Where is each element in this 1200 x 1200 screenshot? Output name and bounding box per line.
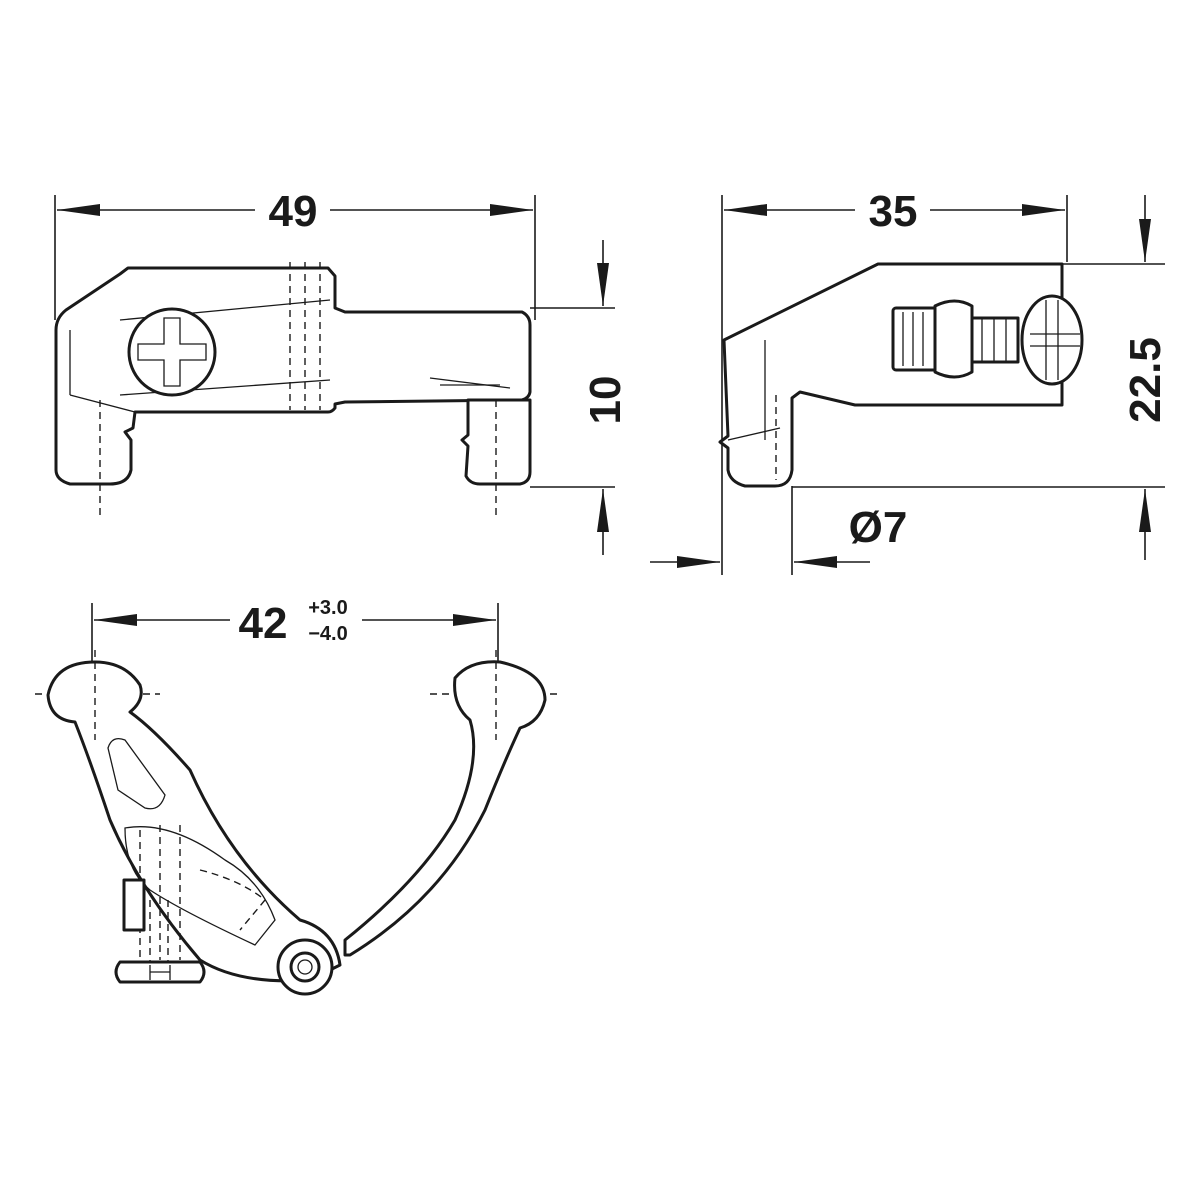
dimension-42-tol-minus: −4.0 (308, 623, 347, 645)
cross-screw-icon (127, 307, 217, 397)
dimension-10-label: 10 (581, 376, 630, 425)
side-body (718, 262, 1064, 488)
dimension-22-5: 22.5 (792, 195, 1170, 560)
front-view: 49 10 (54, 187, 630, 555)
pivot-pin-icon (276, 938, 334, 996)
dimension-diameter-7-label: Ø7 (849, 503, 908, 552)
front-body (54, 266, 532, 486)
bracket-view: 42 +3.0 −4.0 (35, 597, 560, 996)
bracket-right-arm (343, 660, 547, 957)
side-view: 35 22.5 (650, 187, 1170, 575)
screw-assembly-icon (891, 294, 1084, 386)
dimension-35: 35 (721, 187, 1068, 575)
bracket-left-arm (46, 660, 342, 983)
dimension-49-label: 49 (269, 187, 318, 236)
dimension-35-label: 35 (869, 187, 918, 236)
dimension-diameter-7: Ø7 (650, 486, 907, 575)
dimension-49: 49 (54, 187, 536, 320)
dimension-42-tol-plus: +3.0 (308, 597, 347, 619)
dimension-42: 42 +3.0 −4.0 (91, 597, 499, 715)
dimension-42-label: 42 (239, 599, 288, 648)
dimension-10: 10 (530, 240, 630, 555)
bracket-screw-icon (114, 878, 206, 984)
dimension-22-5-label: 22.5 (1121, 337, 1170, 423)
